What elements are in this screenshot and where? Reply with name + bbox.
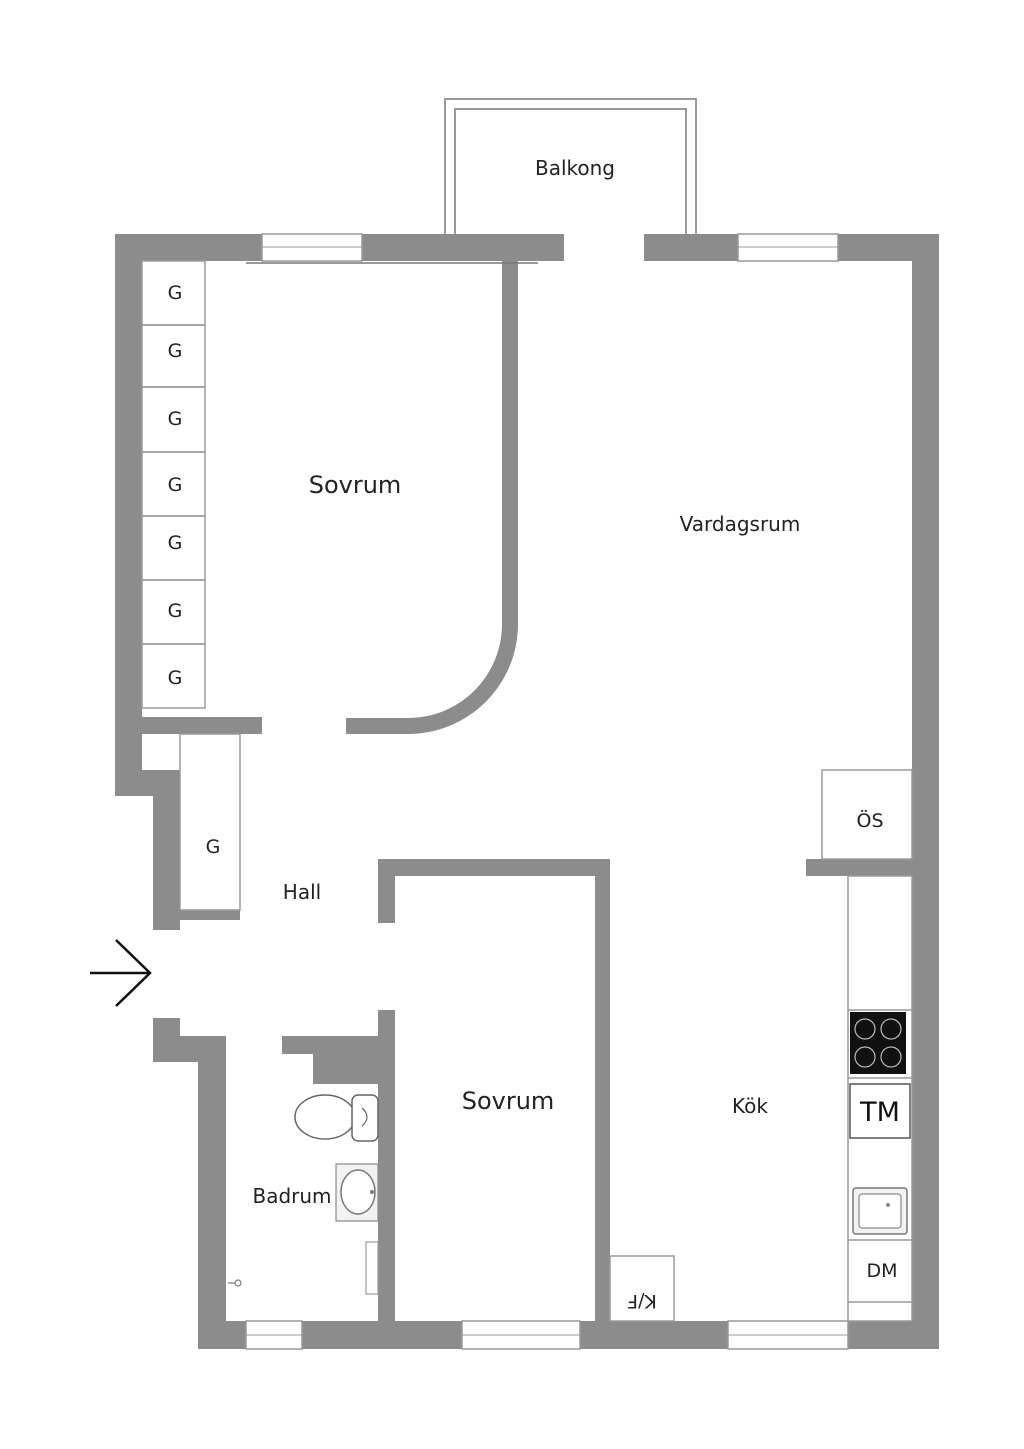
bath-shelf [365, 1241, 379, 1295]
kf-label: K/F [627, 1290, 657, 1312]
wardrobe-label-1: G [168, 282, 183, 304]
room-label-balkong: Balkong [535, 156, 615, 180]
toilet-icon [294, 1094, 379, 1142]
fridge [609, 1255, 675, 1322]
balcony [444, 98, 697, 234]
wardrobe-label-3: G [168, 408, 183, 430]
room-label-kok: Kök [732, 1094, 768, 1118]
wardrobe-label-5: G [168, 532, 183, 554]
tm-label: TM [859, 1097, 900, 1128]
shower-icon [228, 1279, 242, 1287]
dm-label: DM [866, 1260, 897, 1282]
sink-icon [335, 1163, 379, 1222]
wardrobe-label-6: G [168, 600, 183, 622]
oven-label: ÖS [856, 809, 883, 832]
room-label-hall: Hall [283, 880, 321, 904]
entrance-arrow-icon [90, 939, 152, 1007]
wardrobe-label-2: G [168, 340, 183, 362]
room-label-sovrum-1: Sovrum [309, 471, 402, 499]
room-label-sovrum-2: Sovrum [462, 1087, 555, 1115]
cooktop-icon [850, 1012, 906, 1074]
walls [115, 234, 939, 1349]
room-label-badrum: Badrum [252, 1184, 331, 1208]
hall-wardrobe [179, 733, 241, 911]
room-label-vardagsrum: Vardagsrum [680, 512, 801, 536]
wardrobe-label-7: G [168, 667, 183, 689]
wardrobe-label-hall: G [206, 836, 221, 858]
wardrobe-label-4: G [168, 474, 183, 496]
kitchen-sink-icon [852, 1187, 908, 1235]
kitchen-counter [821, 769, 913, 1322]
wardrobes [141, 260, 206, 709]
